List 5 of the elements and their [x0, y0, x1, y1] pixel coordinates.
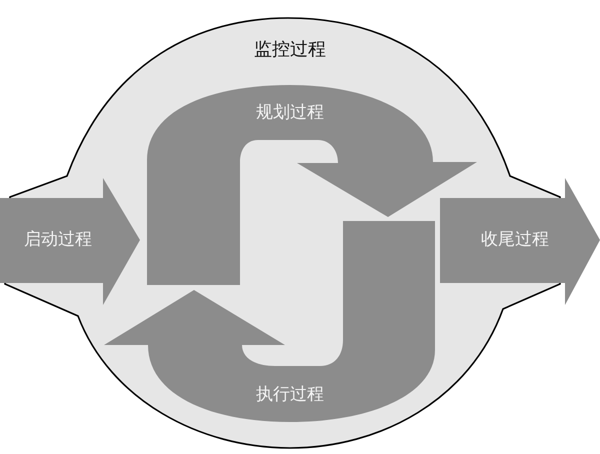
process-label: 启动过程 — [24, 230, 92, 250]
process-label: 执行过程 — [256, 386, 324, 404]
process-label: 规划过程 — [256, 104, 324, 122]
process-label: 监控过程 — [254, 40, 326, 60]
process-label: 收尾过程 — [481, 230, 549, 250]
